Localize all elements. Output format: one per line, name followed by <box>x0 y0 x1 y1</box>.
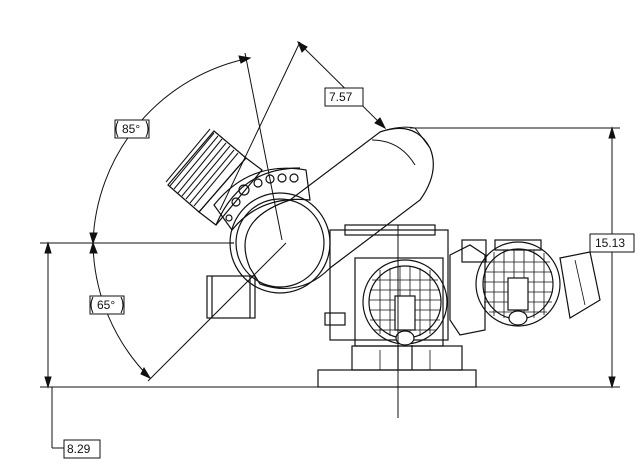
left-housing <box>206 275 346 326</box>
nozzle-assembly <box>165 128 301 226</box>
base-plate <box>317 345 477 388</box>
angle-label-brackets <box>90 120 149 314</box>
left-motor <box>362 259 448 370</box>
lower-angle-label: 65° <box>97 298 115 312</box>
depth-dimension <box>44 241 101 459</box>
height-dimension <box>589 126 635 389</box>
depth-dimension-label: 8.29 <box>67 442 91 456</box>
upper-angle-label: 85° <box>122 122 140 136</box>
right-end-cap <box>559 251 601 319</box>
elbow-arm <box>244 126 434 290</box>
height-dimension-label: 15.13 <box>595 236 625 250</box>
pivot-housing <box>213 167 311 231</box>
reach-dimension-label: 7.57 <box>329 90 353 104</box>
nozzle-threads <box>165 128 239 207</box>
angle-arc <box>89 52 287 382</box>
right-gearbox <box>449 239 487 336</box>
reach-dimension <box>219 40 387 211</box>
right-motor <box>475 239 561 327</box>
